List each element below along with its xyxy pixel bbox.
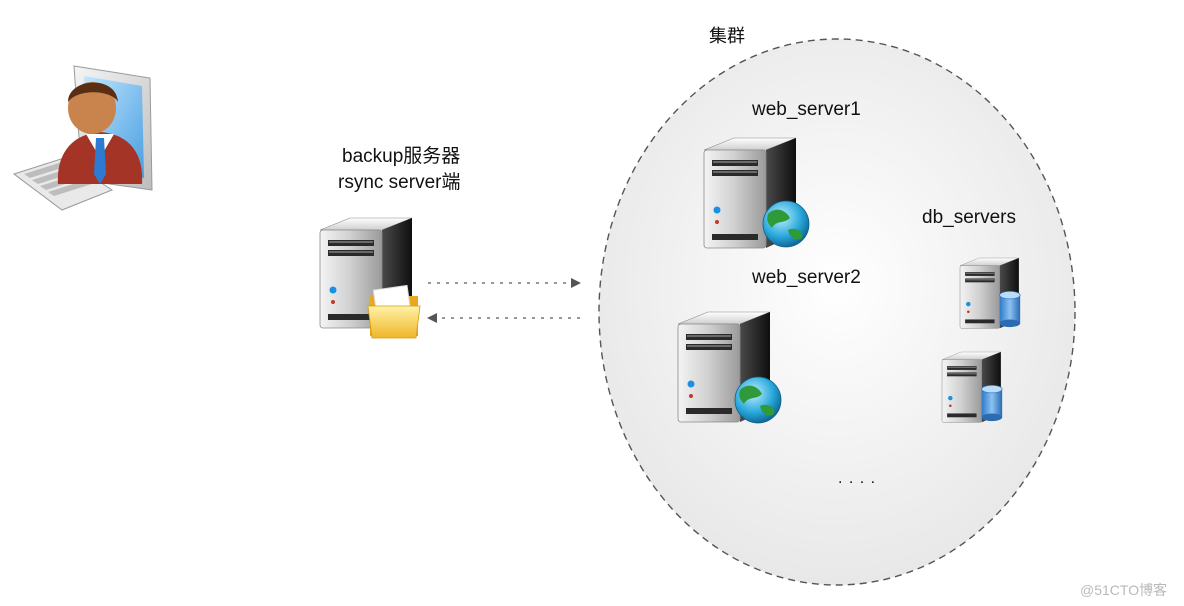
backup-server-label-line2: rsync server端 [338, 172, 461, 193]
db-server-1 [959, 257, 1021, 329]
backup-server-label-line1: backup服务器 [342, 146, 461, 167]
cluster-label: 集群 [709, 26, 745, 46]
user-workstation-icon [12, 65, 153, 211]
database-icon [981, 384, 1003, 422]
more-servers-ellipsis: . . . . [838, 470, 877, 487]
watermark: @51CTO博客 [1080, 582, 1168, 598]
folder-icon [367, 284, 421, 339]
web-server1-label: web_server1 [752, 99, 861, 120]
web-server2-label: web_server2 [752, 267, 861, 288]
db-server-2 [941, 351, 1003, 423]
database-icon [999, 290, 1021, 328]
web-server-1 [703, 137, 810, 249]
globe-icon [734, 376, 782, 424]
db-servers-label: db_servers [922, 207, 1016, 228]
web-server-2 [677, 311, 782, 424]
backup-server [319, 217, 421, 339]
globe-icon [762, 200, 810, 248]
